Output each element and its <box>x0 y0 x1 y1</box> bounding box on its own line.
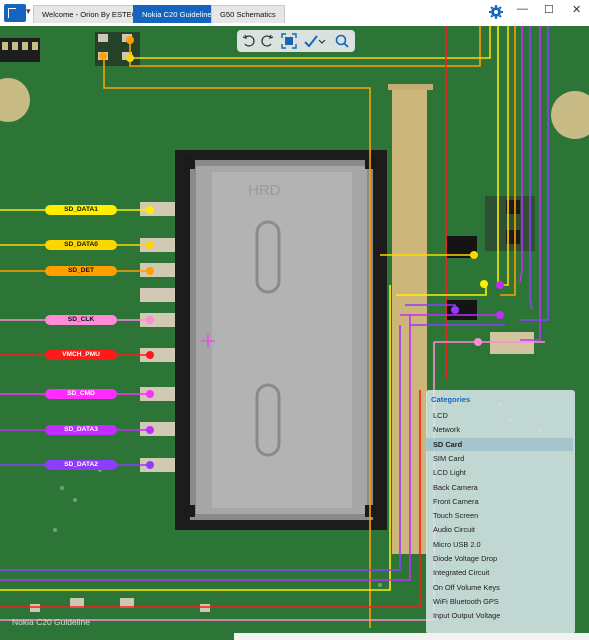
app-menu-button[interactable] <box>4 4 26 22</box>
svg-text:HRD: HRD <box>248 182 281 199</box>
category-item-front-camera[interactable]: Front Camera <box>433 496 479 506</box>
fit-screen-icon[interactable] <box>281 33 297 49</box>
minimize-button[interactable]: — <box>517 3 528 15</box>
signal-label-vmch-pmu[interactable]: VMCH_PMU <box>45 350 117 360</box>
signal-label-sd-data1[interactable]: SD_DATA1 <box>45 205 117 215</box>
close-button[interactable]: ✕ <box>572 4 582 16</box>
chevron-down-icon[interactable] <box>317 33 327 49</box>
category-item-audio-circuit[interactable]: Audio Circuit <box>433 525 475 535</box>
category-item-diode-voltage-drop[interactable]: Diode Voltage Drop <box>433 554 498 563</box>
gear-icon[interactable] <box>488 4 504 20</box>
search-icon[interactable] <box>334 33 350 49</box>
view-toolbar <box>237 30 355 52</box>
signal-label-sd-clk[interactable]: SD_CLK <box>45 315 117 325</box>
status-strip <box>234 633 589 640</box>
category-item-sim-card[interactable]: SIM Card <box>433 453 465 463</box>
tab-g50-schematics[interactable]: G50 Schematics <box>211 5 285 23</box>
title-bar: ▾ Welcome - Orion By ESTECH Nokia C20 Gu… <box>0 0 589 27</box>
tab-nokia-c20-guideline[interactable]: Nokia C20 Guideline <box>133 5 221 23</box>
guideline-watermark: Nokia C20 Guideline <box>12 617 90 627</box>
rotate-right-icon[interactable] <box>259 33 275 49</box>
category-item-integrated-circuit[interactable]: Integrated Circuit <box>433 568 490 578</box>
rotate-left-icon[interactable] <box>241 33 257 49</box>
category-item-lcd[interactable]: LCD <box>433 411 448 420</box>
category-item-wifi-bluetooth-gps[interactable]: WiFi Bluetooth GPS <box>433 596 499 606</box>
signal-label-sd-cmd[interactable]: SD_CMD <box>45 389 117 399</box>
maximize-button[interactable]: ☐ <box>544 4 554 16</box>
category-item-network[interactable]: Network <box>433 425 461 435</box>
category-item-sd-card[interactable]: SD Card <box>426 437 573 451</box>
category-item-on-off-volume-keys[interactable]: On Off Volume Keys <box>433 582 500 592</box>
signal-label-sd-det[interactable]: SD_DET <box>45 266 117 276</box>
category-item-micro-usb-2-0[interactable]: Micro USB 2.0 <box>433 539 481 549</box>
signal-label-sd-data2[interactable]: SD_DATA2 <box>45 460 117 470</box>
category-item-lcd-light[interactable]: LCD Light <box>433 468 466 478</box>
checkmark-icon[interactable] <box>303 33 319 49</box>
signal-label-sd-data0[interactable]: SD_DATA0 <box>45 240 117 250</box>
category-item-input-output-voltage[interactable]: Input Output Voltage <box>433 611 501 621</box>
chevron-down-icon[interactable]: ▾ <box>26 6 31 16</box>
categories-title: Categories <box>431 395 471 404</box>
signal-label-sd-data3[interactable]: SD_DATA3 <box>45 425 117 435</box>
category-item-touch-screen[interactable]: Touch Screen <box>433 511 479 521</box>
category-item-back-camera[interactable]: Back Camera <box>433 482 478 492</box>
